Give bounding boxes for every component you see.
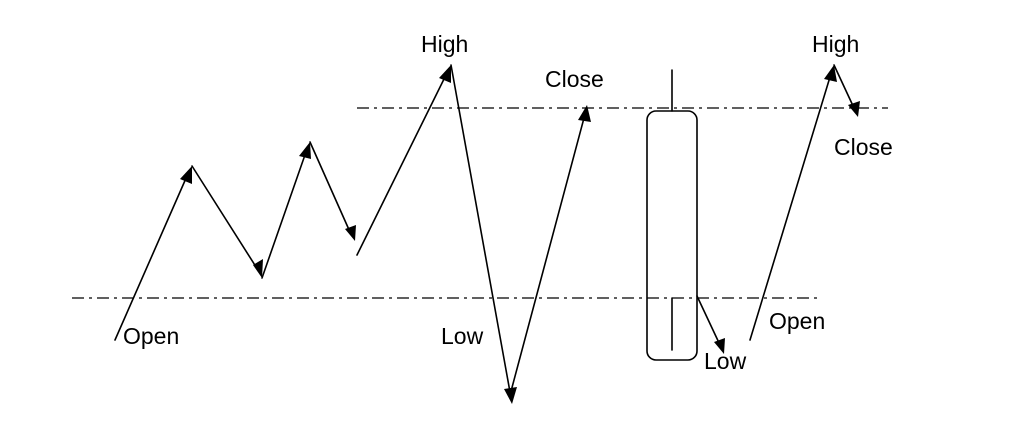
path-segment-high-to-low xyxy=(450,64,511,393)
path-segment-to-high xyxy=(356,74,447,256)
label-open-right: Open xyxy=(769,308,825,334)
label-low-right: Low xyxy=(704,348,747,374)
label-high-right: High xyxy=(812,31,859,57)
path-segment-low-to-close xyxy=(509,117,585,396)
path-segment-trough1-to-peak2 xyxy=(261,151,307,279)
arrowhead-right-low xyxy=(714,338,725,354)
arrowhead-peak2 xyxy=(299,142,311,159)
arrowhead-trough1 xyxy=(253,259,263,278)
arrowhead-high xyxy=(439,65,451,83)
path-segment-peak2-to-trough2 xyxy=(309,141,351,233)
label-high-left: High xyxy=(421,31,468,57)
arrowhead-right-high xyxy=(824,65,837,82)
label-open-left: Open xyxy=(123,323,179,349)
label-close-left: Close xyxy=(545,66,604,92)
candle-body xyxy=(646,110,698,361)
label-close-right: Close xyxy=(834,134,893,160)
arrowhead-peak1 xyxy=(180,166,192,184)
path-segment-open-to-peak1 xyxy=(114,175,188,341)
arrowhead-right-close xyxy=(848,101,860,117)
arrowhead-close xyxy=(578,105,591,122)
path-segment-right-open-to-high xyxy=(749,76,831,341)
path-segment-peak1-to-trough1 xyxy=(191,165,259,271)
path-segment-right-to-low xyxy=(696,295,721,346)
path-segment-right-high-to-close xyxy=(833,64,855,109)
label-low-left: Low xyxy=(441,323,484,349)
arrowhead-trough2 xyxy=(345,225,356,241)
